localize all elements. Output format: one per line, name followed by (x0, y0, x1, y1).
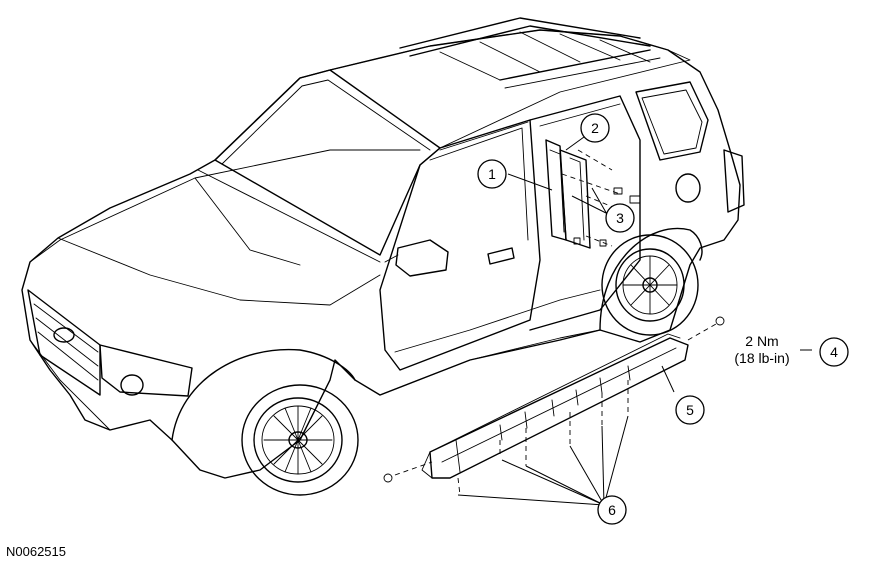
callout-3: 3 (605, 203, 635, 233)
vehicle-drawing (21, 17, 745, 479)
callout-5: 5 (675, 395, 705, 425)
callout-5-label: 5 (686, 402, 694, 418)
callout-1-label: 1 (488, 166, 496, 182)
callout-2-label: 2 (591, 120, 599, 136)
leader-lines (457, 136, 812, 506)
callout-1: 1 (477, 159, 507, 189)
callout-2: 2 (580, 113, 610, 143)
callout-6-label: 6 (608, 502, 616, 518)
callout-4-label: 4 (830, 344, 838, 360)
torque-spec: 2 Nm (18 lb-in) (734, 333, 789, 366)
torque-metric: 2 Nm (745, 333, 778, 349)
torque-imperial: (18 lb-in) (734, 350, 789, 366)
figure-id: N0062515 (6, 544, 66, 559)
pillar-trim-parts (545, 139, 641, 249)
callout-6: 6 (597, 495, 627, 525)
front-wheel (241, 384, 359, 496)
callout-3-label: 3 (616, 210, 624, 226)
rear-wheel (601, 234, 699, 336)
rocker-molding (383, 316, 725, 496)
callout-4: 4 (819, 337, 849, 367)
